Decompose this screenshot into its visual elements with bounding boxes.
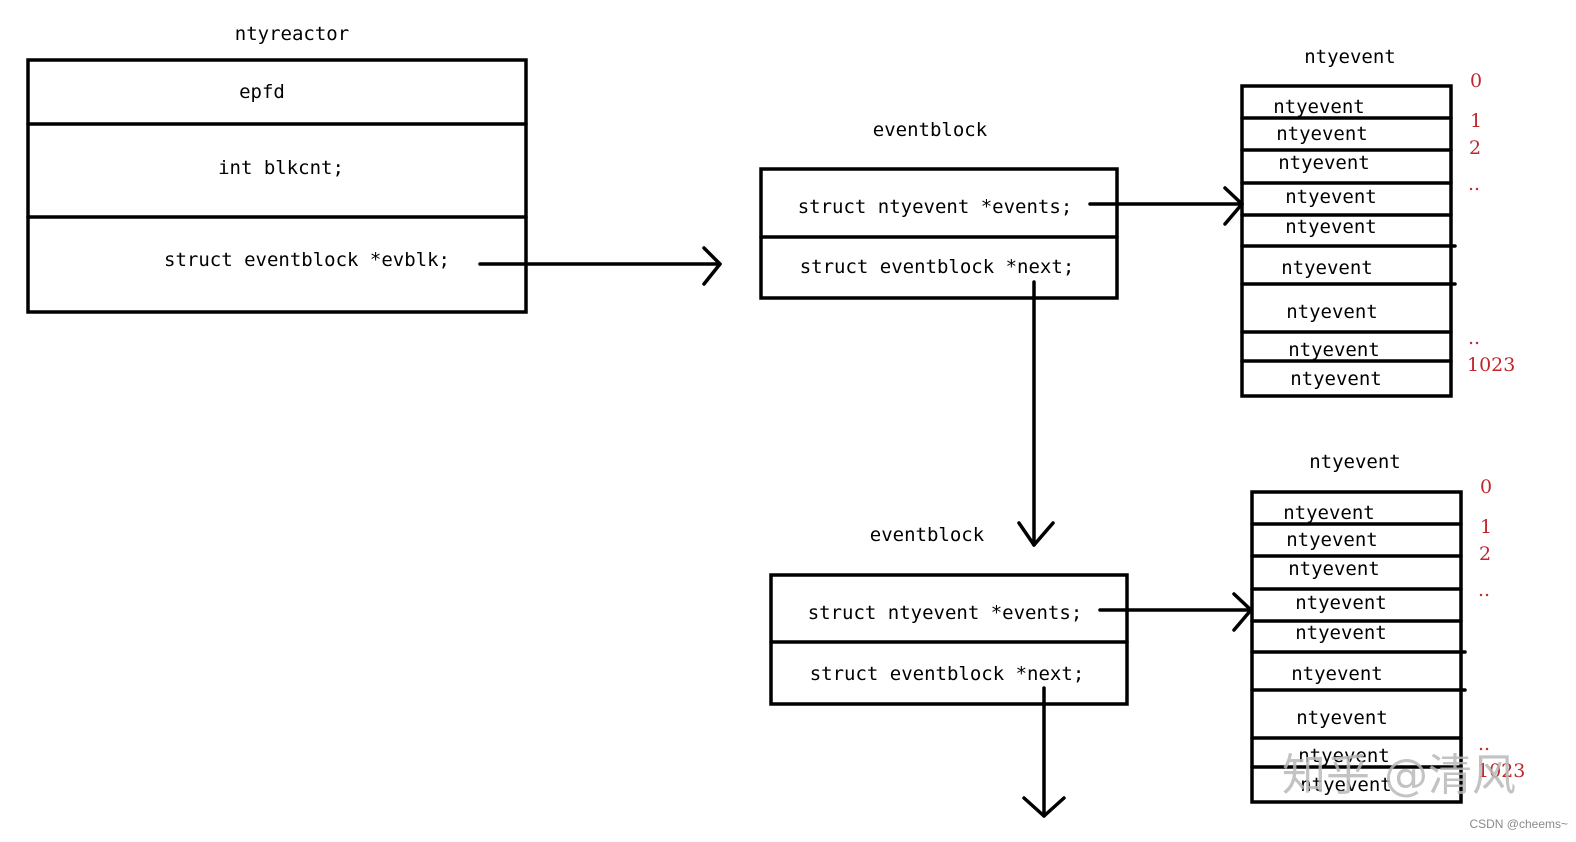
eventblock-2-events-field: struct ntyevent *events; <box>808 602 1083 624</box>
ntyevent-slot: ntyevent <box>1298 745 1390 767</box>
next-pointer-arrow-1 <box>1017 280 1055 547</box>
ntyevent-slot: ntyevent <box>1283 502 1375 524</box>
ntyevent-slot: ntyevent <box>1288 339 1380 361</box>
field-evblk: struct eventblock *evblk; <box>164 249 450 271</box>
index-label: 1 <box>1470 110 1482 132</box>
ntyevent-slot: ntyevent <box>1295 592 1387 614</box>
ntyevent-array-1-box <box>1240 84 1453 398</box>
ntyevent-slot: ntyevent <box>1288 558 1380 580</box>
index-label: .. <box>1478 733 1490 755</box>
ntyevent-array-1-title: ntyevent <box>1304 46 1396 68</box>
field-epfd: epfd <box>239 81 285 103</box>
ntyevent-slot: ntyevent <box>1286 529 1378 551</box>
eventblock-1-next-field: struct eventblock *next; <box>800 256 1075 278</box>
ntyevent-array-1: ntyevent ntyevent ntyevent ntyevent ntye… <box>1240 46 1515 398</box>
index-label: 1 <box>1480 516 1492 538</box>
eventblock-2: eventblock struct ntyevent *events; stru… <box>769 524 1129 706</box>
ntyreactor-box <box>26 58 528 314</box>
next-pointer-arrow-2 <box>1022 686 1066 818</box>
ntyevent-slot: ntyevent <box>1278 152 1370 174</box>
events-pointer-arrow-1 <box>1088 186 1244 226</box>
index-label: 1023 <box>1467 354 1515 376</box>
ntyevent-slot: ntyevent <box>1281 257 1373 279</box>
zhihu-watermark: 知乎 @清风 <box>1282 750 1516 801</box>
ntyevent-slot: ntyevent <box>1296 707 1388 729</box>
index-label: .. <box>1468 327 1480 349</box>
eventblock-1-events-field: struct ntyevent *events; <box>798 196 1073 218</box>
ntyevent-slot: ntyevent <box>1285 216 1377 238</box>
ntyevent-slot: ntyevent <box>1276 123 1368 145</box>
eventblock-2-box <box>769 573 1129 706</box>
ntyevent-array-2-title: ntyevent <box>1309 451 1401 473</box>
csdn-credit: CSDN @cheems~ <box>1469 817 1568 831</box>
index-label: 2 <box>1479 543 1491 565</box>
index-label: .. <box>1468 173 1480 195</box>
index-label: 0 <box>1480 476 1492 498</box>
index-label: 0 <box>1470 70 1482 92</box>
evblk-pointer-arrow <box>478 246 722 286</box>
ntyreactor-struct: ntyreactor epfd int blkcnt; struct event… <box>26 23 528 314</box>
ntyevent-array-2: ntyevent ntyevent ntyevent ntyevent ntye… <box>1250 451 1525 804</box>
ntyevent-slot: ntyevent <box>1291 663 1383 685</box>
ntyevent-slot: ntyevent <box>1290 368 1382 390</box>
ntyevent-slot: ntyevent <box>1285 186 1377 208</box>
index-label: .. <box>1478 579 1490 601</box>
index-label: 1023 <box>1477 760 1525 782</box>
ntyevent-array-2-box <box>1250 490 1463 804</box>
ntyreactor-title: ntyreactor <box>235 23 349 45</box>
eventblock-1: eventblock struct ntyevent *events; stru… <box>759 119 1119 300</box>
ntyevent-slot: ntyevent <box>1273 96 1365 118</box>
field-blkcnt: int blkcnt; <box>218 157 344 179</box>
eventblock-2-next-field: struct eventblock *next; <box>810 663 1085 685</box>
eventblock-2-title: eventblock <box>870 524 985 546</box>
ntyevent-slot: ntyevent <box>1286 301 1378 323</box>
ntyevent-slot: ntyevent <box>1295 622 1387 644</box>
eventblock-1-title: eventblock <box>873 119 988 141</box>
events-pointer-arrow-2 <box>1098 592 1253 632</box>
eventblock-1-box <box>759 167 1119 300</box>
index-label: 2 <box>1469 137 1481 159</box>
ntyevent-slot: ntyevent <box>1300 774 1392 796</box>
